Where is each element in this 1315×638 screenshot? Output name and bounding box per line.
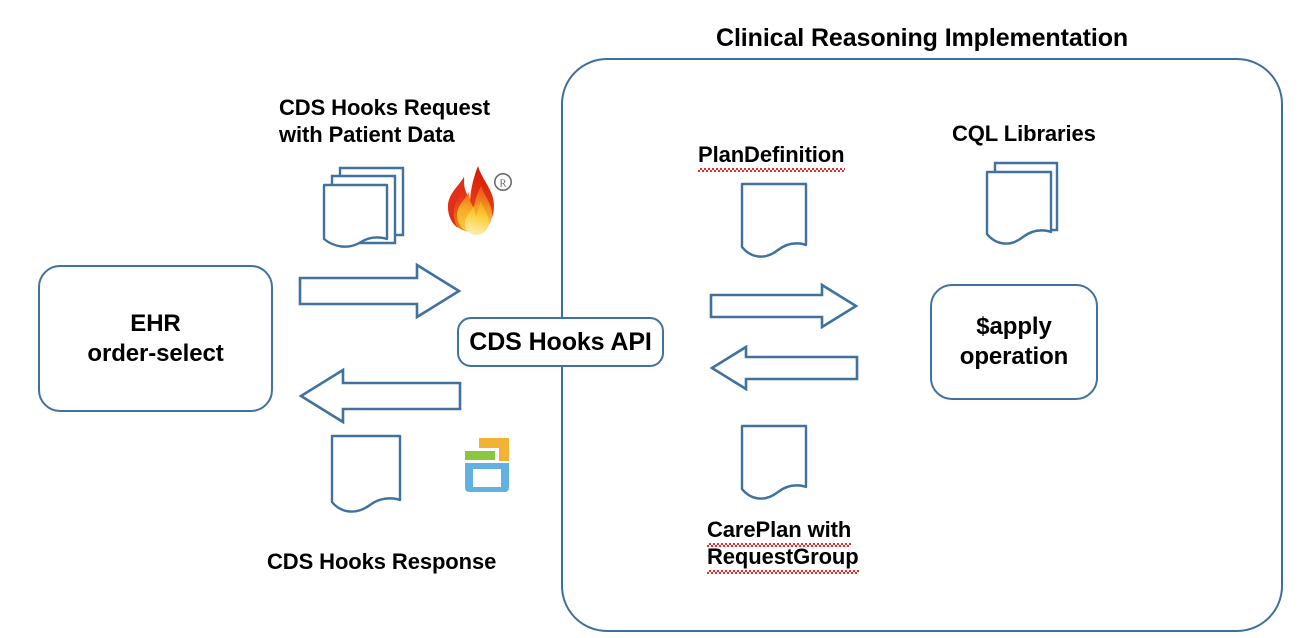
- arrow-api-to-apply: [709, 282, 859, 330]
- care-plan-label-line1: CarePlan with: [707, 517, 852, 547]
- apply-operation-label: $apply operation: [959, 313, 1069, 370]
- plan-definition-label-wrap: PlanDefinition: [698, 142, 845, 172]
- cds-hooks-api-box[interactable]: CDS Hooks API: [457, 317, 664, 367]
- ehr-order-select-box[interactable]: EHR order-select: [38, 265, 273, 412]
- document-icon-response: [330, 434, 410, 518]
- document-stack-icon-cql: [985, 160, 1070, 250]
- arrow-ehr-to-api: [298, 262, 462, 320]
- plan-definition-label: PlanDefinition: [698, 142, 845, 172]
- document-icon-plan-definition: [740, 182, 815, 262]
- cql-libraries-label: CQL Libraries: [952, 121, 1096, 146]
- cds-hooks-response-label: CDS Hooks Response: [267, 549, 497, 574]
- cds-hooks-request-label: CDS Hooks Request with Patient Data: [279, 95, 491, 147]
- cds-hooks-api-label: CDS Hooks API: [469, 327, 652, 356]
- care-plan-label-wrap: CarePlan with RequestGroup: [707, 517, 907, 574]
- document-stack-icon: [318, 163, 413, 258]
- document-icon-care-plan: [740, 424, 815, 504]
- fhir-flame-logo: R: [436, 160, 518, 255]
- registered-trademark-mark: R: [499, 178, 506, 189]
- ehr-order-select-label: EHR order-select: [87, 309, 224, 367]
- apply-operation-box[interactable]: $apply operation: [930, 284, 1098, 400]
- page-title: Clinical Reasoning Implementation: [716, 24, 1129, 52]
- arrow-apply-to-api: [709, 344, 859, 392]
- arrow-api-to-ehr: [298, 367, 462, 425]
- cds-hooks-logo: [455, 434, 517, 496]
- care-plan-label-line2: RequestGroup: [707, 543, 859, 574]
